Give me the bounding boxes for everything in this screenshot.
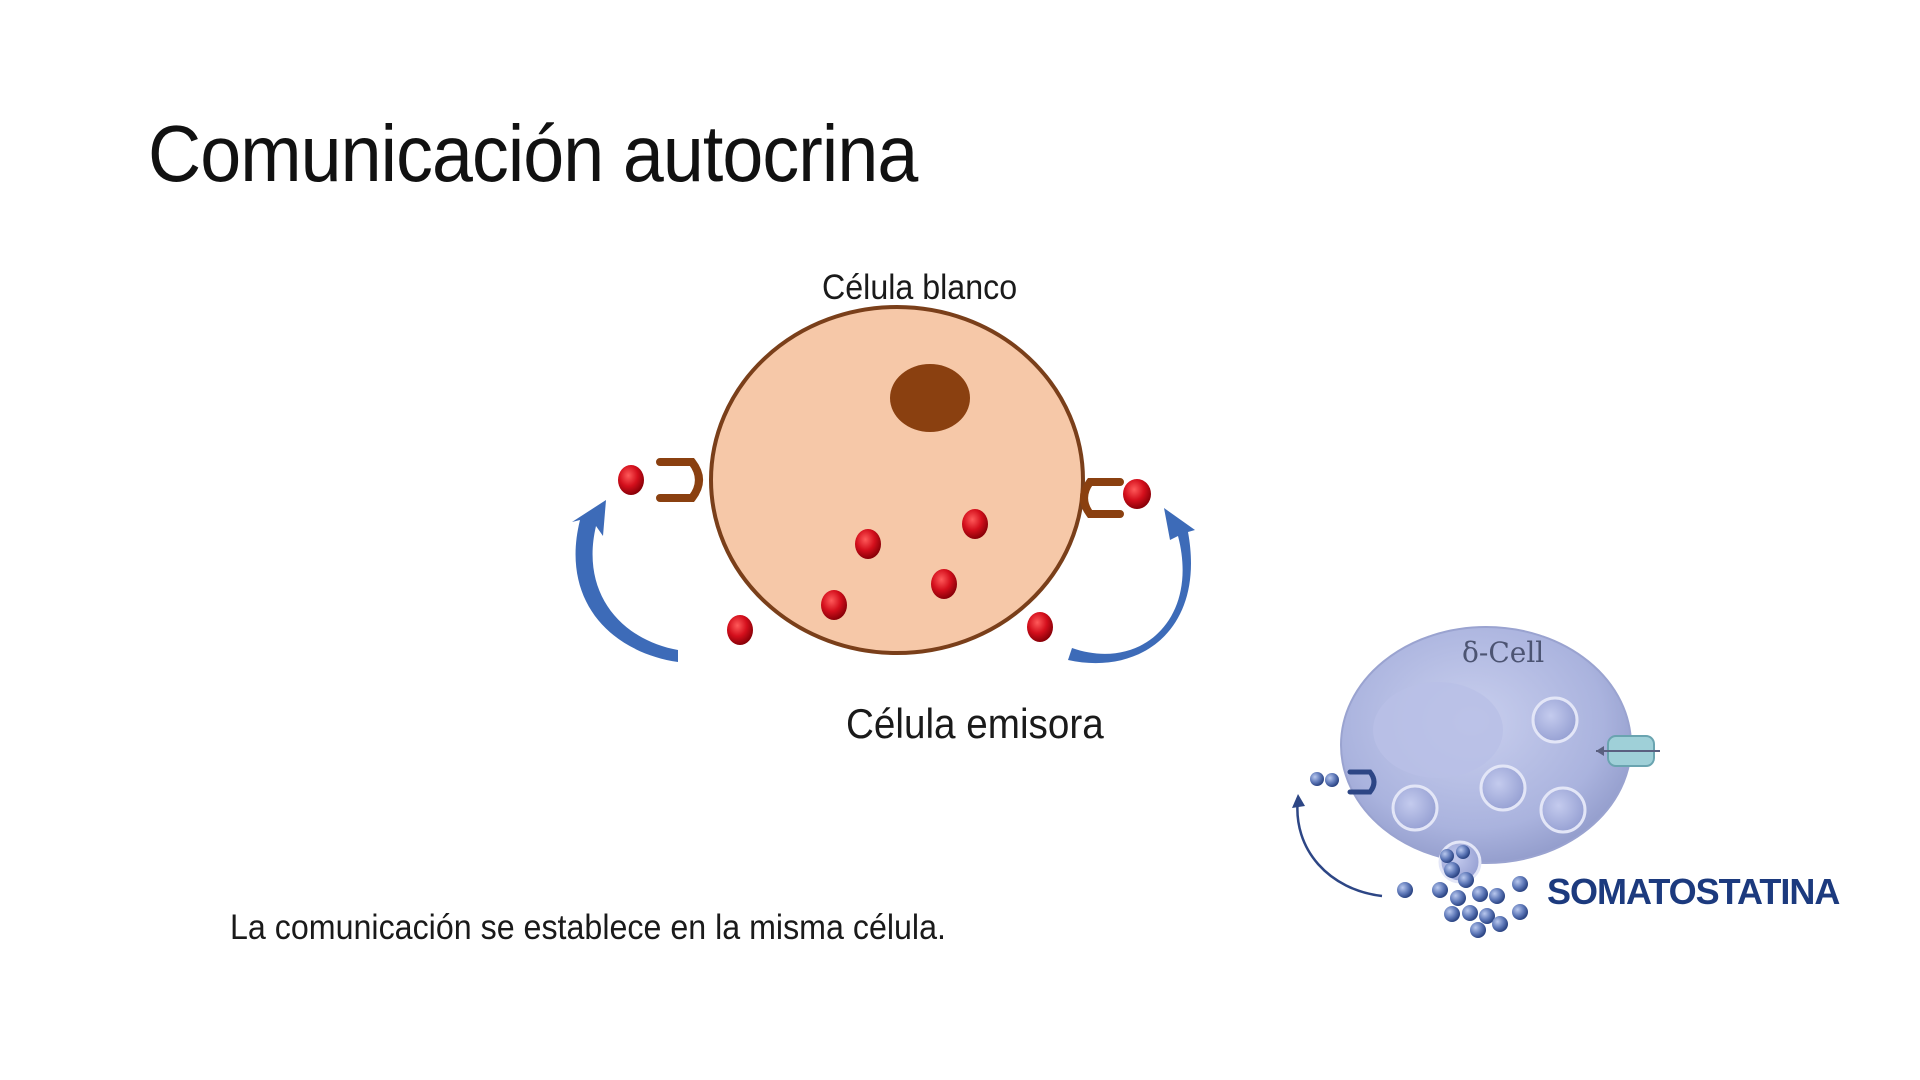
delta-cell-nucleus bbox=[1373, 682, 1503, 778]
arrow-right bbox=[1068, 508, 1195, 664]
molecule-dot bbox=[821, 590, 847, 620]
molecule-dot bbox=[1123, 479, 1151, 509]
arrow-left bbox=[572, 500, 678, 662]
nucleus bbox=[890, 364, 970, 432]
delta-receptor bbox=[1347, 769, 1377, 795]
molecule-dot bbox=[962, 509, 988, 539]
molecule-dot bbox=[931, 569, 957, 599]
delta-cell-label: δ-Cell bbox=[1462, 636, 1544, 669]
somatostatina-label: SOMATOSTATINA bbox=[1547, 871, 1840, 912]
vesicle bbox=[1531, 696, 1579, 744]
slide-title: Comunicación autocrina bbox=[148, 109, 918, 198]
molecule-dot bbox=[1027, 612, 1053, 642]
vesicle bbox=[1539, 786, 1587, 834]
target-cell-label: Célula blanco bbox=[822, 268, 1018, 307]
target-cell bbox=[709, 305, 1085, 655]
receptor-left bbox=[656, 458, 703, 502]
delta-cell-illustration: δ-Cell SOMATOSTATINA bbox=[1292, 626, 1841, 938]
molecule-dot bbox=[855, 529, 881, 559]
vesicle bbox=[1391, 784, 1439, 832]
delta-arrow bbox=[1296, 797, 1383, 898]
emitter-cell-label: Célula emisora bbox=[846, 700, 1104, 747]
signal-molecules bbox=[618, 465, 1151, 645]
receptor-right bbox=[1080, 478, 1124, 518]
vesicle bbox=[1479, 764, 1527, 812]
slide-caption: La comunicación se establece en la misma… bbox=[230, 908, 946, 947]
molecule-dot bbox=[618, 465, 644, 495]
molecule-dot bbox=[727, 615, 753, 645]
